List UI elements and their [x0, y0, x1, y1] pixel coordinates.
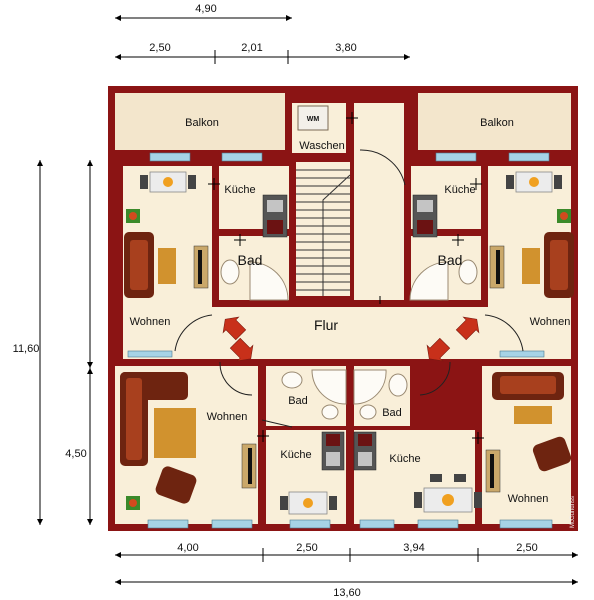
dim-top-2: 2,01 [241, 42, 262, 54]
window [149, 152, 191, 162]
window [499, 519, 553, 529]
dim-top-1: 2,50 [149, 42, 170, 54]
dim-bottom-2: 2,50 [296, 542, 317, 554]
window [417, 519, 459, 529]
flur-floor [123, 307, 571, 359]
dim-bottom-1: 4,00 [177, 542, 198, 554]
room-label-wohnen-mr: Wohnen [530, 316, 571, 328]
stair-treads [296, 169, 351, 296]
door-swings [174, 149, 524, 428]
dim-top-3: 3,80 [335, 42, 356, 54]
room-label-bad-bc2: Bad [382, 407, 402, 419]
window [508, 152, 550, 162]
room-label-kueche-tr: Küche [444, 184, 475, 196]
stair-floor [354, 103, 404, 300]
window [435, 152, 477, 162]
window [221, 152, 263, 162]
room-label-flur: Flur [314, 317, 338, 333]
dim-bottom-overall: 13,60 [333, 587, 361, 599]
room-label-bad-tr: Bad [438, 252, 463, 268]
windows [127, 152, 553, 529]
washing-machine [297, 105, 329, 131]
window [499, 350, 545, 358]
window [211, 519, 253, 529]
flur-arrows [222, 316, 480, 362]
window [289, 519, 331, 529]
window [127, 350, 173, 358]
living-furniture [120, 232, 574, 504]
window [147, 519, 189, 529]
window [359, 519, 395, 529]
dim-left-overall: 11,60 [13, 343, 40, 355]
washer-label: WM [307, 116, 320, 123]
dining-sets [140, 171, 562, 515]
room-label-bad-tl: Bad [238, 252, 263, 268]
dim-left-lower: 4,50 [65, 448, 86, 460]
wall-openings [208, 112, 484, 444]
dim-bottom-4: 2,50 [516, 542, 537, 554]
plants [126, 209, 571, 510]
room-label-kueche-tl: Küche [224, 184, 255, 196]
room-label-balkon-left: Balkon [185, 117, 219, 129]
room-label-wohnen-bl: Wohnen [207, 411, 248, 423]
dimension-lines [37, 15, 578, 585]
room-label-bad-bc1: Bad [288, 395, 308, 407]
room-label-balkon-right: Balkon [480, 117, 514, 129]
room-label-kueche-bc2: Küche [389, 453, 420, 465]
credit-label: McGundriss [570, 496, 576, 528]
dim-top-overall: 4,90 [195, 3, 216, 15]
room-label-kueche-bc1: Küche [280, 449, 311, 461]
dim-bottom-3: 3,94 [403, 542, 424, 554]
room-label-wohnen-ml: Wohnen [130, 316, 171, 328]
balcony-left-floor [115, 93, 285, 150]
room-label-wohnen-br: Wohnen [508, 493, 549, 505]
kitchen-counters [262, 194, 438, 471]
room-label-waschen: Waschen [299, 140, 344, 152]
balcony-right-floor [418, 93, 571, 150]
bathroom-fixtures [220, 259, 478, 420]
